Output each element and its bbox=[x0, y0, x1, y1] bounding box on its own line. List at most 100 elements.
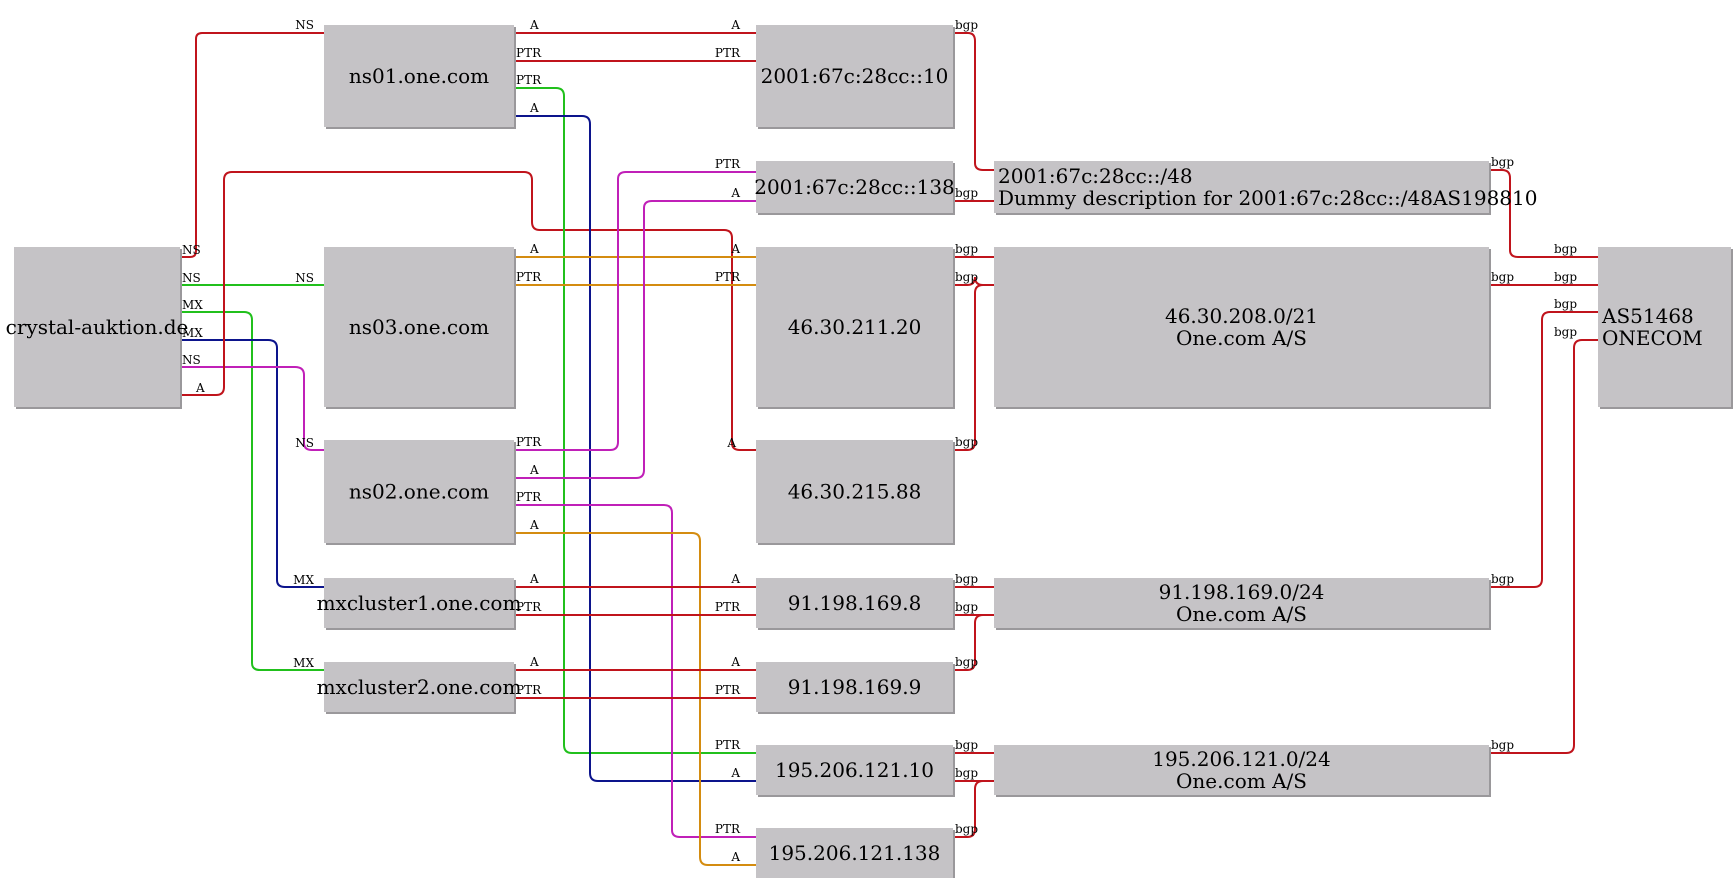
edge-ip_169_9-pfx_169 bbox=[953, 614, 994, 671]
node-label: ns01.one.com bbox=[349, 64, 489, 88]
edge-pfx_121-asn bbox=[1489, 339, 1598, 754]
edge-port-label: bgp bbox=[1491, 572, 1514, 586]
edge-ns01-ip_121_10-ptr bbox=[514, 87, 756, 754]
edge-port-label: bgp bbox=[955, 655, 978, 669]
node-box bbox=[994, 578, 1489, 628]
edge-pfx_169-asn bbox=[1489, 311, 1598, 588]
node-label: 195.206.121.10 bbox=[775, 758, 934, 782]
wires-layer bbox=[180, 32, 1598, 866]
node-label: ns03.one.com bbox=[349, 315, 489, 339]
edge-crystal-ns02 bbox=[180, 366, 324, 451]
edge-port-label: bgp bbox=[1554, 325, 1577, 339]
edge-port-label: A bbox=[195, 381, 205, 395]
edge-port-label: A bbox=[730, 655, 740, 669]
edge-port-label: NS bbox=[295, 18, 314, 32]
node-box bbox=[994, 247, 1489, 407]
node-box bbox=[756, 161, 953, 213]
edge-pfx_v6-asn bbox=[1489, 169, 1598, 258]
edge-ns02-ip6_138-ptr bbox=[514, 171, 756, 451]
edge-port-label: A bbox=[730, 242, 740, 256]
node-ip_121_138[interactable]: 195.206.121.138 bbox=[756, 828, 955, 878]
node-box bbox=[1598, 247, 1731, 407]
node-box bbox=[994, 745, 1489, 795]
node-ip_211_20[interactable]: 46.30.211.20 bbox=[756, 247, 955, 409]
edge-port-label: A bbox=[730, 18, 740, 32]
edge-port-label: MX bbox=[293, 573, 314, 587]
edge-port-label: PTR bbox=[715, 46, 741, 60]
edge-port-label: bgp bbox=[955, 242, 978, 256]
node-ip_169_9[interactable]: 91.198.169.9 bbox=[756, 662, 955, 714]
edge-port-label: A bbox=[730, 766, 740, 780]
node-mx1[interactable]: mxcluster1.one.com bbox=[317, 578, 522, 630]
node-label: mxcluster1.one.com bbox=[317, 591, 522, 615]
edge-port-label: PTR bbox=[516, 270, 542, 284]
node-ip_169_8[interactable]: 91.198.169.8 bbox=[756, 578, 955, 630]
edge-port-label: PTR bbox=[516, 600, 542, 614]
edge-port-label: bgp bbox=[1554, 297, 1577, 311]
edge-ns02-ip_121_138-ptr bbox=[514, 504, 756, 838]
node-ip6_138[interactable]: 2001:67c:28cc::138 bbox=[754, 161, 955, 215]
node-box bbox=[756, 25, 953, 127]
node-label: 91.198.169.9 bbox=[788, 675, 922, 699]
edge-port-label: PTR bbox=[715, 270, 741, 284]
node-box bbox=[324, 440, 514, 543]
node-label: ONECOM bbox=[1602, 326, 1703, 350]
node-box bbox=[756, 662, 953, 712]
node-label: One.com A/S bbox=[1176, 602, 1307, 626]
edge-crystal-mx2 bbox=[180, 311, 324, 671]
edge-port-label: bgp bbox=[955, 600, 978, 614]
node-label: 91.198.169.0/24 bbox=[1159, 580, 1325, 604]
edge-port-label: bgp bbox=[955, 572, 978, 586]
node-ip_215_88[interactable]: 46.30.215.88 bbox=[756, 440, 955, 545]
node-box bbox=[994, 161, 1489, 213]
edge-port-label: A bbox=[730, 572, 740, 586]
node-label: 2001:67c:28cc::138 bbox=[754, 175, 955, 199]
edge-port-label: MX bbox=[182, 298, 203, 312]
node-label: 91.198.169.8 bbox=[788, 591, 922, 615]
edge-port-label: A bbox=[529, 101, 539, 115]
node-label: ns02.one.com bbox=[349, 480, 489, 504]
node-mx2[interactable]: mxcluster2.one.com bbox=[317, 662, 522, 714]
node-box bbox=[324, 662, 514, 712]
edge-port-label: bgp bbox=[1554, 242, 1577, 256]
edge-port-label: A bbox=[529, 572, 539, 586]
edge-port-label: A bbox=[529, 655, 539, 669]
edge-port-label: PTR bbox=[516, 683, 542, 697]
node-label: 46.30.215.88 bbox=[788, 480, 922, 504]
edge-port-label: A bbox=[726, 436, 736, 450]
node-label: 2001:67c:28cc::/48 bbox=[998, 164, 1193, 188]
edge-port-label: bgp bbox=[955, 435, 978, 449]
node-ip_121_10[interactable]: 195.206.121.10 bbox=[756, 745, 955, 797]
edge-port-label: A bbox=[529, 518, 539, 532]
node-label: 46.30.208.0/21 bbox=[1165, 304, 1318, 328]
edge-port-label: PTR bbox=[516, 490, 542, 504]
edge-port-label: PTR bbox=[516, 46, 542, 60]
node-ip6_10[interactable]: 2001:67c:28cc::10 bbox=[756, 25, 955, 129]
node-box bbox=[324, 25, 514, 127]
node-ns02[interactable]: ns02.one.com bbox=[324, 440, 516, 545]
edge-crystal-ns01 bbox=[180, 32, 324, 258]
node-box bbox=[324, 578, 514, 628]
edge-port-label: bgp bbox=[955, 186, 978, 200]
edge-port-label: A bbox=[529, 463, 539, 477]
edge-port-label: PTR bbox=[516, 73, 542, 87]
edge-port-label: bgp bbox=[955, 738, 978, 752]
node-label: 46.30.211.20 bbox=[788, 315, 922, 339]
edge-port-label: PTR bbox=[715, 600, 741, 614]
edge-port-label: bgp bbox=[1491, 270, 1514, 284]
node-ns01[interactable]: ns01.one.com bbox=[324, 25, 516, 129]
edge-crystal-ip_215_88 bbox=[180, 171, 756, 451]
edge-ip_121_138-pfx_121 bbox=[953, 780, 994, 838]
node-ns03[interactable]: ns03.one.com bbox=[324, 247, 516, 409]
edge-port-label: NS bbox=[182, 271, 201, 285]
edge-port-label: bgp bbox=[1491, 155, 1514, 169]
edge-port-label: PTR bbox=[715, 822, 741, 836]
node-crystal[interactable]: crystal-auktion.de bbox=[6, 247, 189, 409]
node-box bbox=[756, 828, 953, 878]
edge-port-label: PTR bbox=[715, 738, 741, 752]
